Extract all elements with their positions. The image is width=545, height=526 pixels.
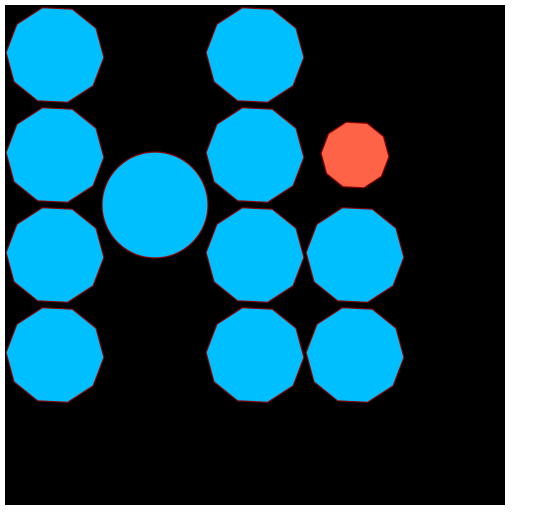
game-piece-piece-blue-r3c4[interactable] [305, 207, 405, 303]
pieces-layer [5, 7, 405, 403]
game-piece-piece-blue-r4c4[interactable] [305, 307, 405, 403]
game-piece-piece-blue-r4c3[interactable] [205, 307, 305, 403]
game-piece-piece-blue-big-r2_5c2[interactable] [101, 151, 209, 259]
game-piece-piece-blue-r1c3[interactable] [205, 7, 305, 103]
game-piece-piece-blue-r2c1[interactable] [5, 107, 105, 203]
game-piece-piece-blue-r1c1[interactable] [5, 7, 105, 103]
game-piece-piece-blue-r3c3[interactable] [205, 207, 305, 303]
game-piece-piece-blue-r3c1[interactable] [5, 207, 105, 303]
game-piece-piece-red-r2c4[interactable] [320, 121, 390, 189]
game-piece-piece-blue-r2c3[interactable] [205, 107, 305, 203]
game-piece-piece-blue-r4c1[interactable] [5, 307, 105, 403]
